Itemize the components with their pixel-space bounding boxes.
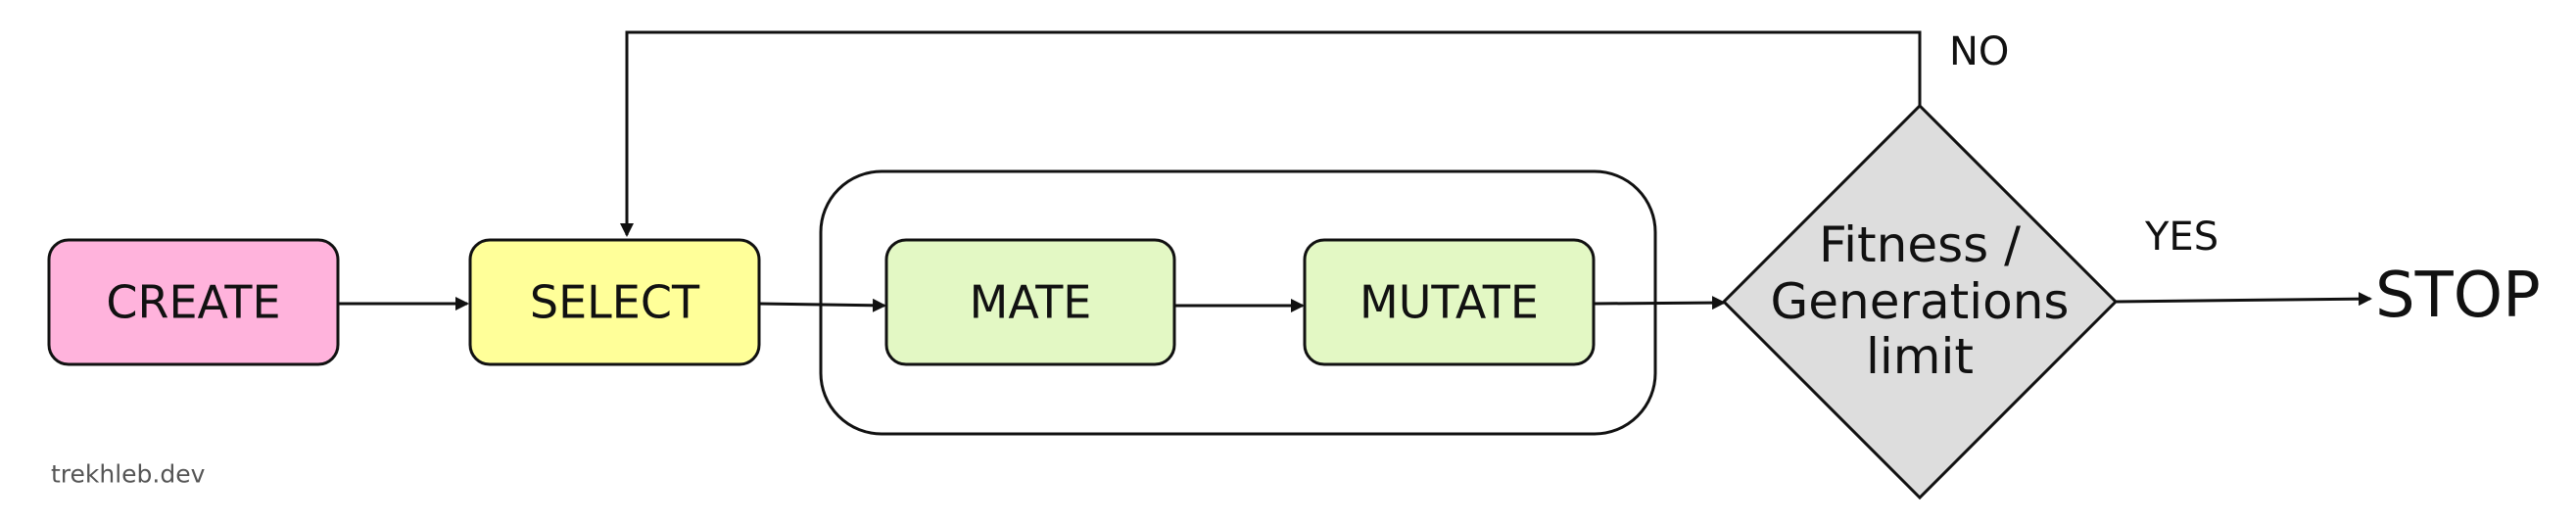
edge-select-to-mate — [758, 298, 886, 312]
decision-label-line-3: limit — [1866, 328, 1974, 385]
edge-mutate-to-decision — [1593, 296, 1726, 310]
create-node-label: CREATE — [106, 276, 280, 329]
decision-node: Fitness / Generations limit — [1721, 103, 2119, 501]
decision-label-line-1: Fitness / — [1819, 216, 2021, 273]
mate-node: MATE — [884, 238, 1176, 366]
select-node-label: SELECT — [530, 276, 700, 329]
edge-decision-yes-to-stop — [2115, 292, 2372, 307]
select-node-box — [468, 238, 761, 366]
select-node: SELECT — [468, 238, 761, 366]
edge-label-yes: YES — [2144, 215, 2218, 260]
stop-terminal-label: STOP — [2375, 260, 2541, 332]
create-node-box — [47, 238, 340, 366]
decision-diamond — [1721, 103, 2119, 501]
mutate-node-box — [1303, 238, 1596, 366]
edge-label-no: NO — [1949, 29, 2009, 74]
mate-node-box — [884, 238, 1176, 366]
mutate-node-label: MUTATE — [1360, 276, 1539, 329]
mate-node-label: MATE — [970, 276, 1092, 329]
create-node: CREATE — [47, 238, 340, 366]
credit-text: trekhleb.dev — [51, 460, 206, 489]
mutate-node: MUTATE — [1303, 238, 1596, 366]
decision-label-line-2: Generations — [1771, 273, 2070, 330]
edge-decision-no-loop-to-select — [620, 30, 1922, 237]
